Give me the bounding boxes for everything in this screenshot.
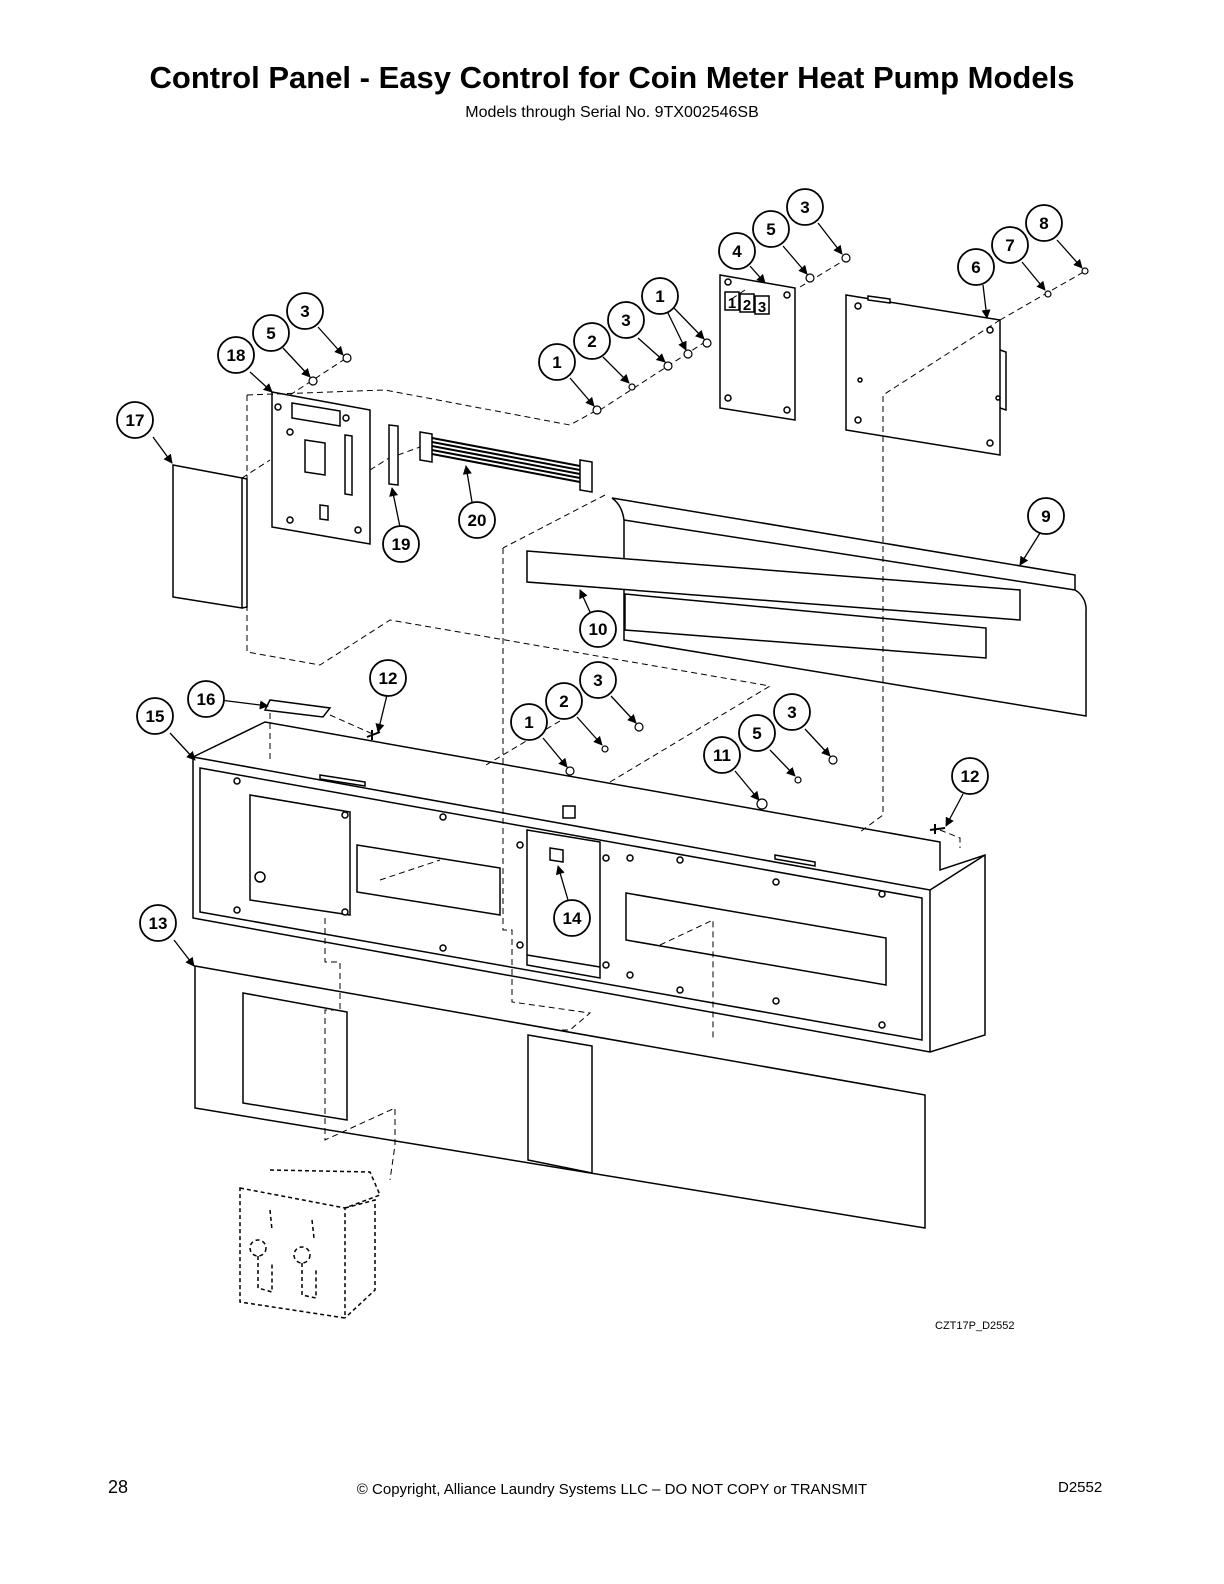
part-17-cover	[172, 464, 248, 609]
callout-label: 9	[1041, 507, 1050, 526]
callout-label: 1	[524, 713, 533, 732]
callout-label: 12	[961, 767, 980, 786]
callout-leaders	[152, 222, 1083, 967]
callout-label: 15	[146, 707, 165, 726]
part-16-pad	[263, 699, 332, 718]
drawing-id: CZT17P_D2552	[935, 1320, 1015, 1332]
callout-label: 5	[766, 220, 775, 239]
callout-label: 16	[197, 690, 216, 709]
document-code: D2552	[1058, 1479, 1103, 1496]
callout-label: 2	[587, 332, 596, 351]
callout-label: 19	[392, 535, 411, 554]
page-subtitle: Models through Serial No. 9TX002546SB	[465, 104, 759, 121]
callout-label: 20	[468, 511, 487, 530]
callout-labels: 3 5 4 8 7 6 1 3 2 1 3 5 18 17 9 20 19 10…	[126, 198, 1051, 933]
part-6-control-board	[845, 294, 1007, 456]
callout-circles	[116, 188, 1065, 942]
callout-label: 3	[787, 703, 796, 722]
page-title: Control Panel - Easy Control for Coin Me…	[149, 60, 1075, 95]
callout-label: 1	[552, 353, 561, 372]
coin-mechanism	[239, 1169, 382, 1319]
hardware-fasteners	[308, 253, 1089, 834]
callout-label: 17	[126, 411, 145, 430]
callout-label: 2	[559, 692, 568, 711]
callout-label: 4	[732, 242, 742, 261]
callout-label: 6	[971, 258, 980, 277]
callout-label: 3	[300, 302, 309, 321]
callout-label: 7	[1005, 236, 1014, 255]
callout-label: 5	[266, 324, 275, 343]
part-18-circuit-board	[271, 391, 371, 545]
copyright-notice: © Copyright, Alliance Laundry Systems LL…	[356, 1481, 868, 1498]
part-4-display-board	[719, 274, 796, 421]
display-digit: 2	[743, 297, 751, 314]
callout-label: 13	[149, 914, 168, 933]
callout-label: 5	[752, 724, 761, 743]
part-13-front-overlay	[194, 965, 926, 1229]
callout-label: 1	[655, 287, 664, 306]
callout-label: 8	[1039, 214, 1048, 233]
display-digits: 1 2 3	[728, 295, 766, 316]
part-15-console-frame	[192, 721, 986, 1053]
callout-label: 3	[800, 198, 809, 217]
callout-label: 3	[621, 311, 630, 330]
callout-label: 18	[227, 346, 246, 365]
display-digit: 1	[728, 295, 736, 312]
part-20-ribbon-cable	[419, 431, 593, 493]
callout-label: 14	[563, 909, 582, 928]
display-digit: 3	[758, 299, 766, 316]
page-number: 28	[108, 1477, 129, 1497]
callout-label: 3	[593, 671, 602, 690]
callout-label: 10	[589, 620, 608, 639]
part-10-strip	[526, 550, 1021, 621]
callout-label: 11	[713, 746, 731, 765]
assembly-lines	[241, 257, 1088, 1181]
part-19-connector	[388, 424, 399, 486]
callout-label: 12	[379, 669, 398, 688]
